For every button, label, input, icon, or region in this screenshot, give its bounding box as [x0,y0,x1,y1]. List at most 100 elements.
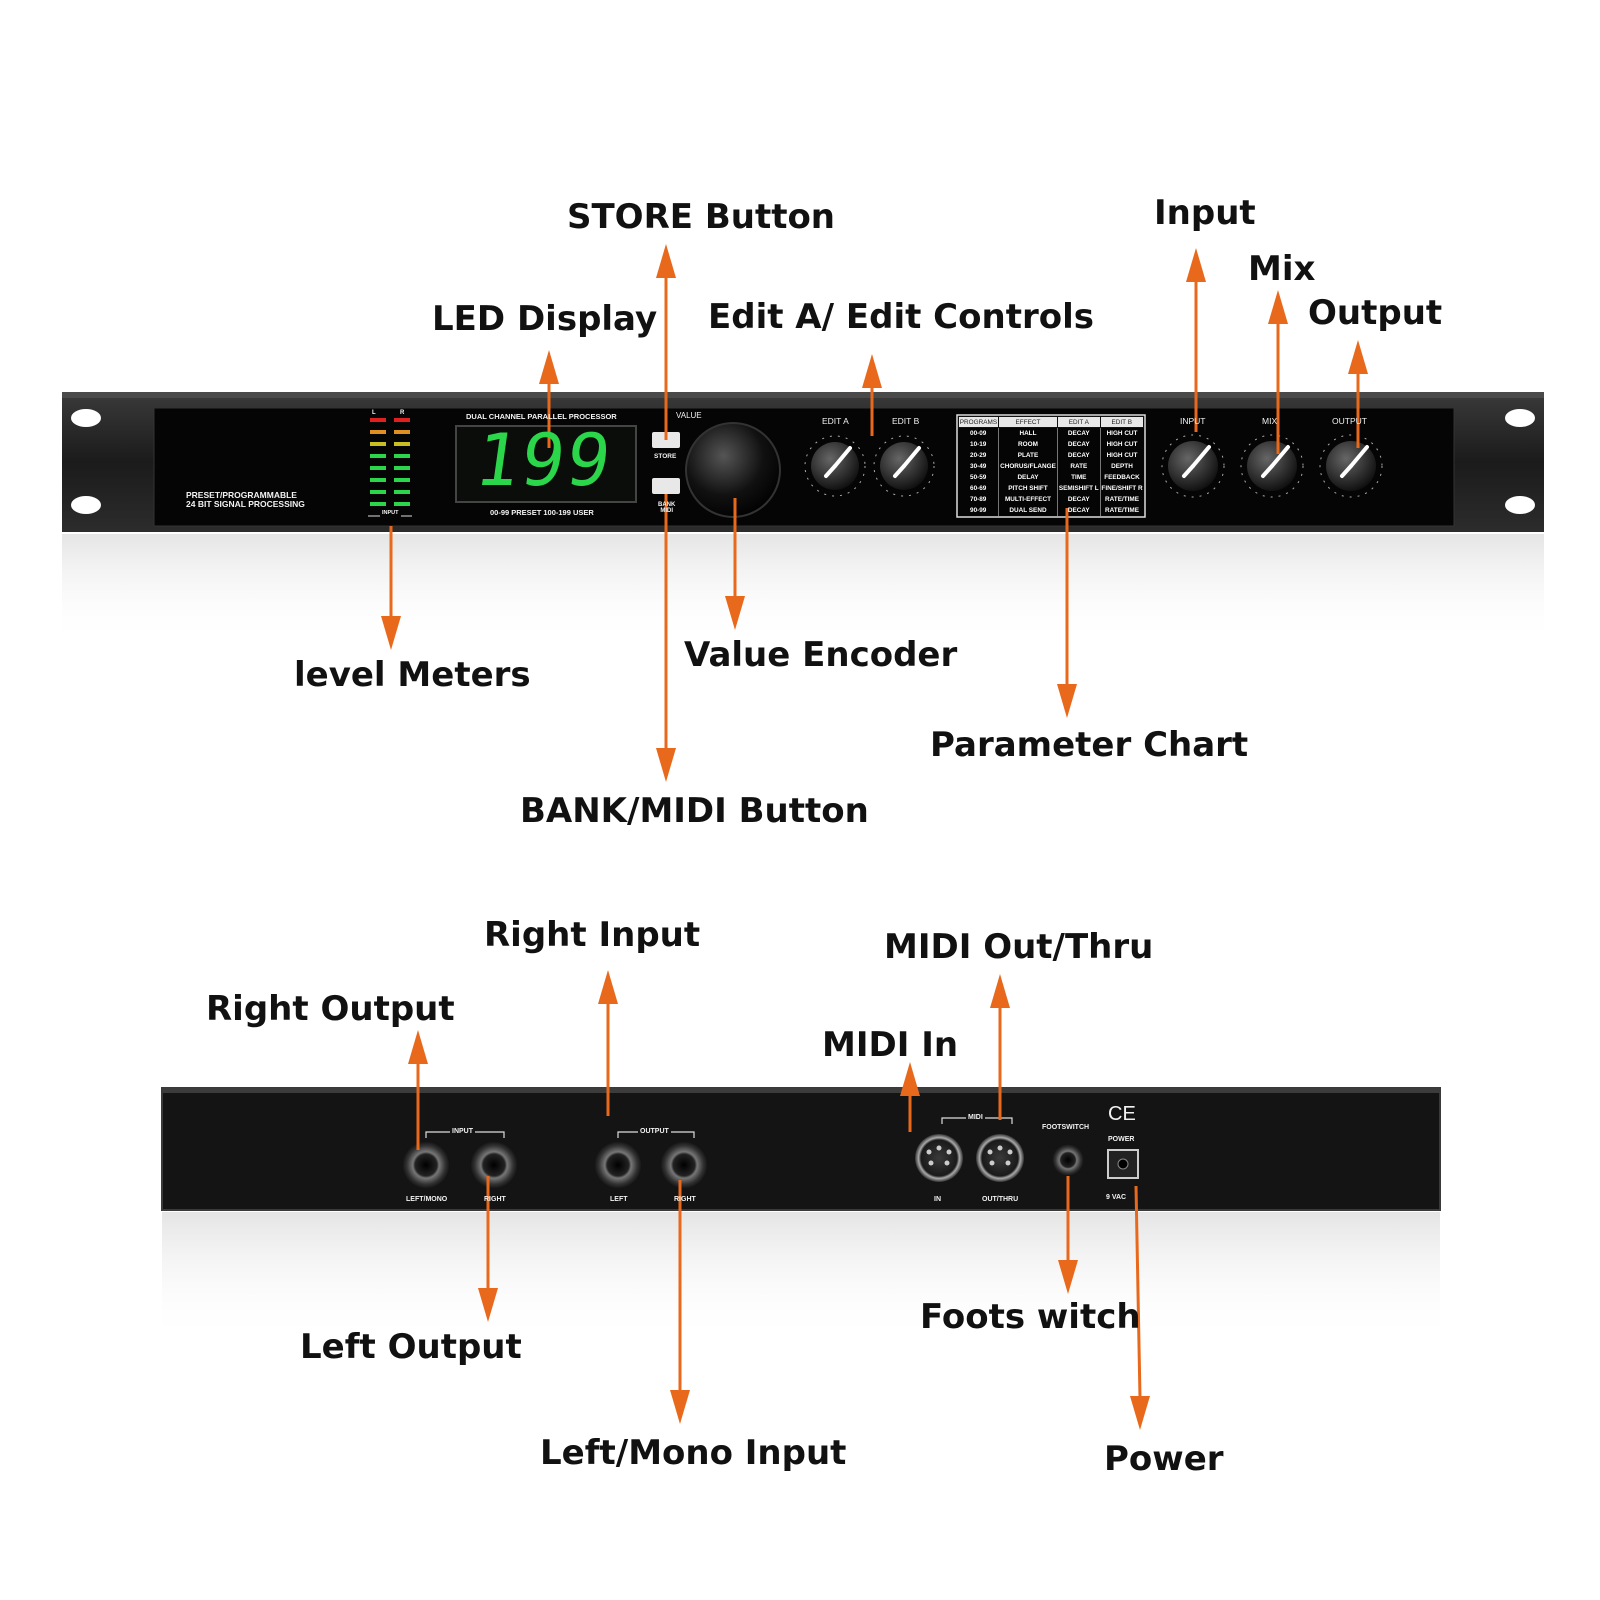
right-input-label: RIGHT [484,1196,506,1203]
bank-midi-button[interactable] [652,478,680,494]
callout-store-button: STORE Button [567,197,836,237]
chart-cell: DEPTH [1099,461,1144,473]
callout-midi-in: MIDI In [822,1025,959,1065]
chart-cell: CHORUS/FLANGE [997,461,1058,473]
chart-cell: SEMISHIFT L [1057,483,1101,494]
footswitch-jack[interactable] [1052,1144,1084,1176]
chart-cell: 30-49 [970,463,987,471]
meter-l-label: L [372,410,376,416]
midi-out-thru-label: OUT/THRU [982,1196,1019,1203]
brand-line-1: PRESET/PROGRAMMABLE [186,490,297,500]
callout-right-output: Right Output [206,989,455,1029]
chart-cell: DECAY [1057,439,1101,451]
arrow-midi-in [900,1062,920,1096]
chart-cell: PLATE [997,450,1058,462]
callout-edit-controls: Edit A/ Edit Controls [708,297,1094,337]
value-encoder[interactable] [685,422,781,518]
arrow-mix [1268,290,1288,324]
chart-cell: 10-19 [970,441,987,449]
callout-input: Input [1154,193,1256,233]
edit-a-knob[interactable] [804,435,866,497]
chart-header: EDIT B [1099,416,1145,428]
rear-midi-group-label: MIDI [966,1114,985,1121]
rear-panel [161,1087,1441,1211]
rear-input-group-label: INPUT [450,1128,475,1135]
arrow-power [1130,1396,1150,1430]
rack-hole [71,409,101,427]
callout-right-input: Right Input [484,915,701,955]
arrow-output [1348,340,1368,374]
parameter-chart-frame [956,414,1146,518]
value-label: VALUE [676,411,702,420]
callout-bank-midi-button: BANK/MIDI Button [520,791,869,831]
callout-left-mono-input: Left/Mono Input [540,1433,847,1473]
callout-power: Power [1104,1439,1224,1479]
rear-reflection [162,1212,1440,1342]
midi-in-port[interactable] [915,1134,963,1182]
chart-cell: DECAY [1057,427,1101,440]
right-input-jack[interactable] [470,1141,518,1189]
right-output-jack[interactable] [660,1141,708,1189]
left-output-jack[interactable] [594,1141,642,1189]
callout-midi-out-thru: MIDI Out/Thru [884,927,1154,967]
chart-cell: 60-69 [970,484,987,492]
meter-r-label: R [400,410,405,416]
chart-cell: HALL [997,427,1058,440]
meter-input-label: INPUT [380,510,401,517]
processor-title: DUAL CHANNEL PARALLEL PROCESSOR [466,412,617,421]
chart-cell: HIGH CUT [1099,427,1144,440]
chart-cell: 00-09 [970,430,987,438]
chart-cell: DECAY [1057,504,1101,516]
vac-label: 9 VAC [1106,1194,1127,1201]
edit-b-knob[interactable] [873,435,935,497]
chart-cell: 20-29 [970,452,987,460]
front-reflection [62,534,1544,644]
arrow-parameter-chart [1057,684,1077,718]
led-display [455,425,637,503]
arrow-bank-midi [656,748,676,782]
arrow-level-meters [381,616,401,650]
left-mono-input-jack[interactable] [402,1141,450,1189]
chart-cell: 50-59 [970,474,987,481]
right-output-label: RIGHT [674,1196,696,1203]
front-panel [62,392,1544,532]
midi-out-thru-port[interactable] [976,1134,1024,1182]
rack-hole [1505,409,1535,427]
mix-knob[interactable] [1240,434,1304,498]
output-knob[interactable] [1319,434,1383,498]
chart-cell: DECAY [1057,450,1101,462]
left-output-label: LEFT [610,1196,628,1203]
callout-output: Output [1308,293,1443,333]
chart-cell: RATE [1057,461,1101,473]
rack-hole [71,496,101,514]
callout-mix: Mix [1248,249,1316,289]
store-label: STORE [654,453,677,460]
chart-cell: FINE/SHIFT R [1099,483,1144,494]
edit-a-label: EDIT A [822,416,849,426]
arrow-input [1186,248,1206,282]
chart-cell: HIGH CUT [1099,450,1144,462]
power-label: POWER [1108,1136,1135,1143]
chart-cell: DUAL SEND [997,504,1058,516]
arrow-store [656,244,676,278]
preset-range-label: 00-99 PRESET 100-199 USER [490,508,594,517]
callout-left-output: Left Output [300,1327,522,1367]
callout-value-encoder: Value Encoder [684,635,958,675]
chart-cell: TIME [1057,472,1101,483]
arrow-midi-out-thru [990,974,1010,1008]
chart-cell: 70-89 [970,495,987,503]
output-knob-label: OUTPUT [1332,416,1367,426]
rear-output-group-label: OUTPUT [638,1128,671,1135]
rack-hole [1505,496,1535,514]
arrow-right-output [408,1030,428,1064]
input-knob[interactable] [1161,434,1225,498]
bank-midi-label: BANK MIDI [658,502,676,514]
arrow-edit-controls [862,354,882,388]
